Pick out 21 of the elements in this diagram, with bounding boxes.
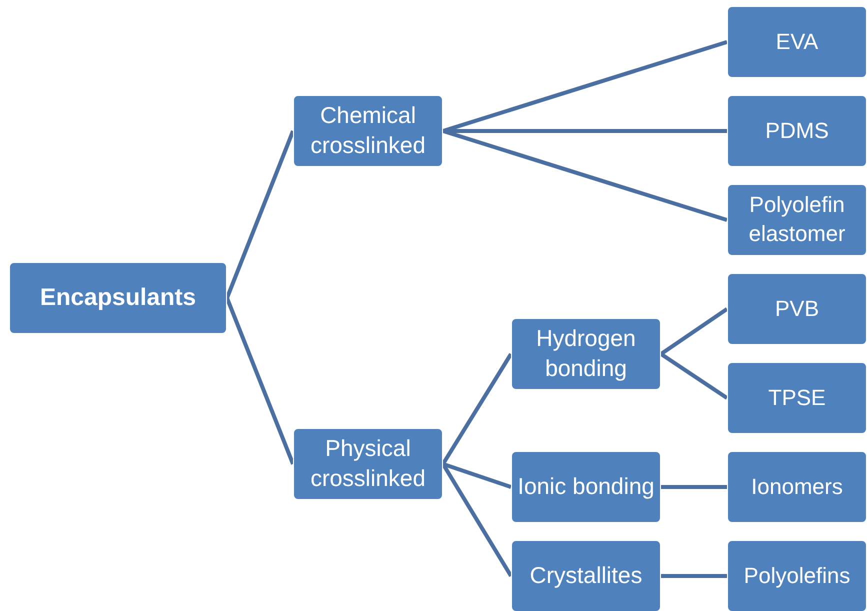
connector-line bbox=[660, 352, 728, 400]
process-box: Hydrogen bonding bbox=[511, 318, 661, 390]
connector-line bbox=[661, 485, 727, 489]
process-box: PDMS bbox=[727, 95, 867, 167]
process-box: Ionic bonding bbox=[511, 451, 661, 523]
process-box: Chemical crosslinked bbox=[293, 95, 443, 167]
connector-line bbox=[442, 462, 512, 489]
connector-line bbox=[660, 307, 728, 356]
connector-line bbox=[225, 130, 295, 299]
process-box: Polyolefins bbox=[727, 540, 867, 611]
process-box: Encapsulants bbox=[9, 262, 227, 334]
process-box: Ionomers bbox=[727, 451, 867, 523]
process-box: PVB bbox=[727, 273, 867, 345]
process-box: Crystallites bbox=[511, 540, 661, 611]
process-box: Polyolefin elastomer bbox=[727, 184, 867, 256]
connector-line bbox=[661, 574, 727, 578]
connector-line bbox=[441, 352, 513, 466]
connector-line bbox=[225, 297, 295, 465]
process-box: EVA bbox=[727, 6, 867, 78]
process-box: Physical crosslinked bbox=[293, 428, 443, 500]
process-box: TPSE bbox=[727, 362, 867, 434]
